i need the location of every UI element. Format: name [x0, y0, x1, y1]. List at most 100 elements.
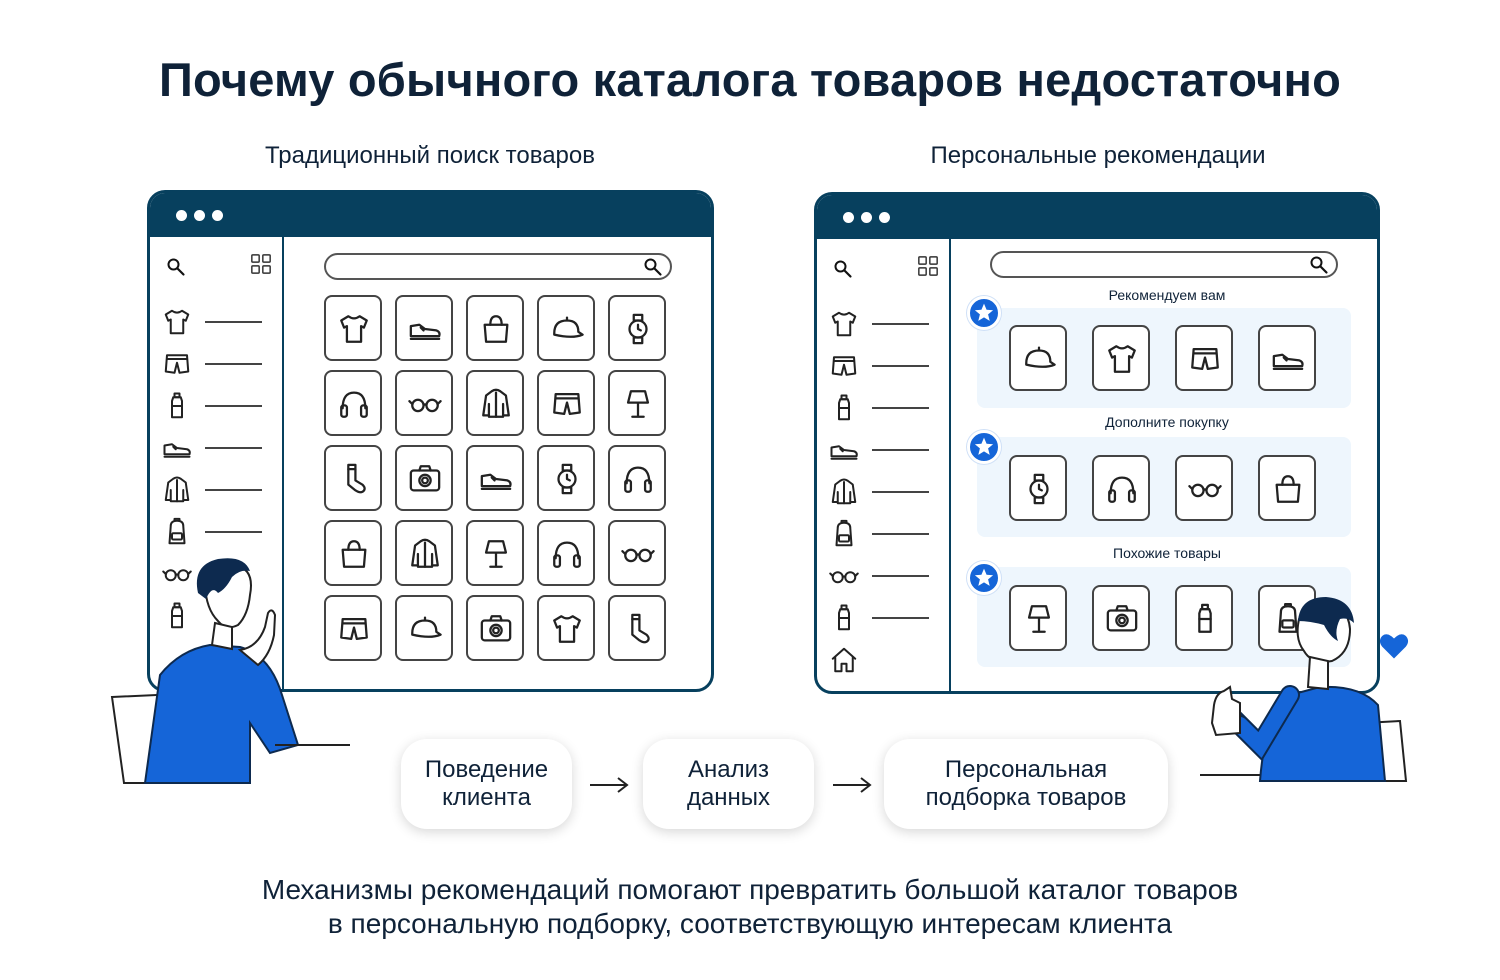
search-icon[interactable]: [643, 257, 663, 277]
sidebar-item-line: [872, 533, 929, 535]
product-tile[interactable]: [466, 370, 524, 436]
arrow-right-icon: [833, 777, 872, 793]
product-tile[interactable]: [1092, 455, 1150, 521]
flow-step-behavior: Поведение клиента: [401, 739, 572, 829]
product-tile[interactable]: [1258, 455, 1316, 521]
thinking-person-illustration: [110, 558, 350, 784]
window-dot: [861, 212, 872, 223]
lamp-icon: [626, 390, 650, 418]
star-icon: [967, 430, 1001, 464]
product-tile[interactable]: [466, 445, 524, 511]
product-tile[interactable]: [537, 445, 595, 511]
product-tile[interactable]: [395, 370, 453, 436]
happy-person-illustration: [1200, 597, 1408, 782]
product-tile[interactable]: [1009, 585, 1067, 651]
product-tile[interactable]: [395, 520, 453, 586]
product-tile[interactable]: [324, 520, 382, 586]
grid-icon[interactable]: [250, 253, 272, 275]
recommendations-window: Рекомендуем вам Дополните покупку Похожи…: [814, 192, 1380, 694]
watch-icon: [1029, 473, 1049, 505]
house-icon: [829, 645, 859, 675]
shorts-icon: [340, 617, 368, 641]
shorts-icon: [1191, 347, 1219, 371]
product-tile[interactable]: [466, 295, 524, 361]
product-tile[interactable]: [1175, 455, 1233, 521]
jacket-icon: [162, 475, 192, 505]
bag-icon: [483, 315, 509, 343]
product-tile[interactable]: [324, 445, 382, 511]
window-dot: [194, 210, 205, 221]
product-tile[interactable]: [466, 595, 524, 661]
caption-line-2: в персональную подборку, соответствующую…: [327, 908, 1173, 939]
left-heading: Традиционный поиск товаров: [264, 142, 595, 169]
shorts-icon: [162, 349, 192, 379]
watch-icon: [557, 463, 577, 495]
sneaker-icon: [829, 435, 859, 465]
window-titlebar: [817, 195, 1377, 239]
product-tile[interactable]: [1092, 325, 1150, 391]
bottle-icon: [162, 601, 192, 631]
sidebar-item-line: [205, 489, 262, 491]
product-tile[interactable]: [1009, 455, 1067, 521]
section-title-recommended: Рекомендуем вам: [1108, 287, 1226, 303]
product-tile[interactable]: [324, 370, 382, 436]
section-title-complement: Дополните покупку: [1105, 414, 1229, 430]
product-tile[interactable]: [1092, 585, 1150, 651]
product-tile[interactable]: [608, 370, 666, 436]
product-tile[interactable]: [395, 445, 453, 511]
sidebar-item-line: [872, 323, 929, 325]
sidebar-item-line: [872, 575, 929, 577]
lamp-icon: [1027, 605, 1051, 633]
glasses-icon: [162, 559, 192, 589]
product-tile[interactable]: [1258, 325, 1316, 391]
right-heading: Персональные рекомендации: [930, 142, 1266, 169]
product-tile[interactable]: [1009, 325, 1067, 391]
product-tile[interactable]: [1175, 585, 1233, 651]
search-icon[interactable]: [1309, 255, 1329, 275]
camera-icon: [409, 465, 441, 492]
search-bar[interactable]: [990, 251, 1338, 278]
product-tile[interactable]: [395, 595, 453, 661]
bottle-icon: [829, 603, 859, 633]
product-tile[interactable]: [537, 520, 595, 586]
product-tile[interactable]: [324, 295, 382, 361]
tshirt-icon: [553, 615, 581, 643]
search-icon[interactable]: [166, 257, 186, 277]
product-tile[interactable]: [537, 370, 595, 436]
lamp-icon: [484, 540, 508, 568]
product-tile[interactable]: [395, 295, 453, 361]
flow-step-label: Анализ данных: [686, 756, 771, 811]
product-tile[interactable]: [608, 295, 666, 361]
product-tile[interactable]: [608, 520, 666, 586]
product-tile[interactable]: [537, 295, 595, 361]
search-bar[interactable]: [324, 253, 672, 280]
sidebar-item-line: [205, 405, 262, 407]
page-title: Почему обычного каталога товаров недоста…: [159, 53, 1341, 106]
glasses-icon: [829, 561, 859, 591]
product-tile[interactable]: [608, 445, 666, 511]
product-tile[interactable]: [608, 595, 666, 661]
bag-icon: [341, 540, 367, 568]
tshirt-icon: [340, 315, 368, 343]
flow-step-personal-selection: Персональная подборка товаров: [884, 739, 1168, 829]
product-tile[interactable]: [324, 595, 382, 661]
flow-step-label: Персональная подборка товаров: [925, 756, 1127, 811]
sidebar-item-line: [872, 491, 929, 493]
window-titlebar: [150, 193, 711, 237]
jacket-icon: [411, 538, 439, 568]
camera-icon: [480, 615, 512, 642]
bag-icon: [1275, 475, 1301, 503]
product-tile[interactable]: [1175, 325, 1233, 391]
sidebar-item-line: [205, 321, 262, 323]
star-icon: [967, 296, 1001, 330]
sidebar-item-line: [872, 365, 929, 367]
sidebar-item-line: [872, 617, 929, 619]
glasses-icon: [621, 548, 655, 563]
window-dot: [843, 212, 854, 223]
search-icon[interactable]: [833, 259, 853, 279]
backpack-icon: [162, 517, 192, 547]
product-tile[interactable]: [466, 520, 524, 586]
grid-icon[interactable]: [917, 255, 939, 277]
product-tile[interactable]: [537, 595, 595, 661]
shorts-icon: [553, 392, 581, 416]
